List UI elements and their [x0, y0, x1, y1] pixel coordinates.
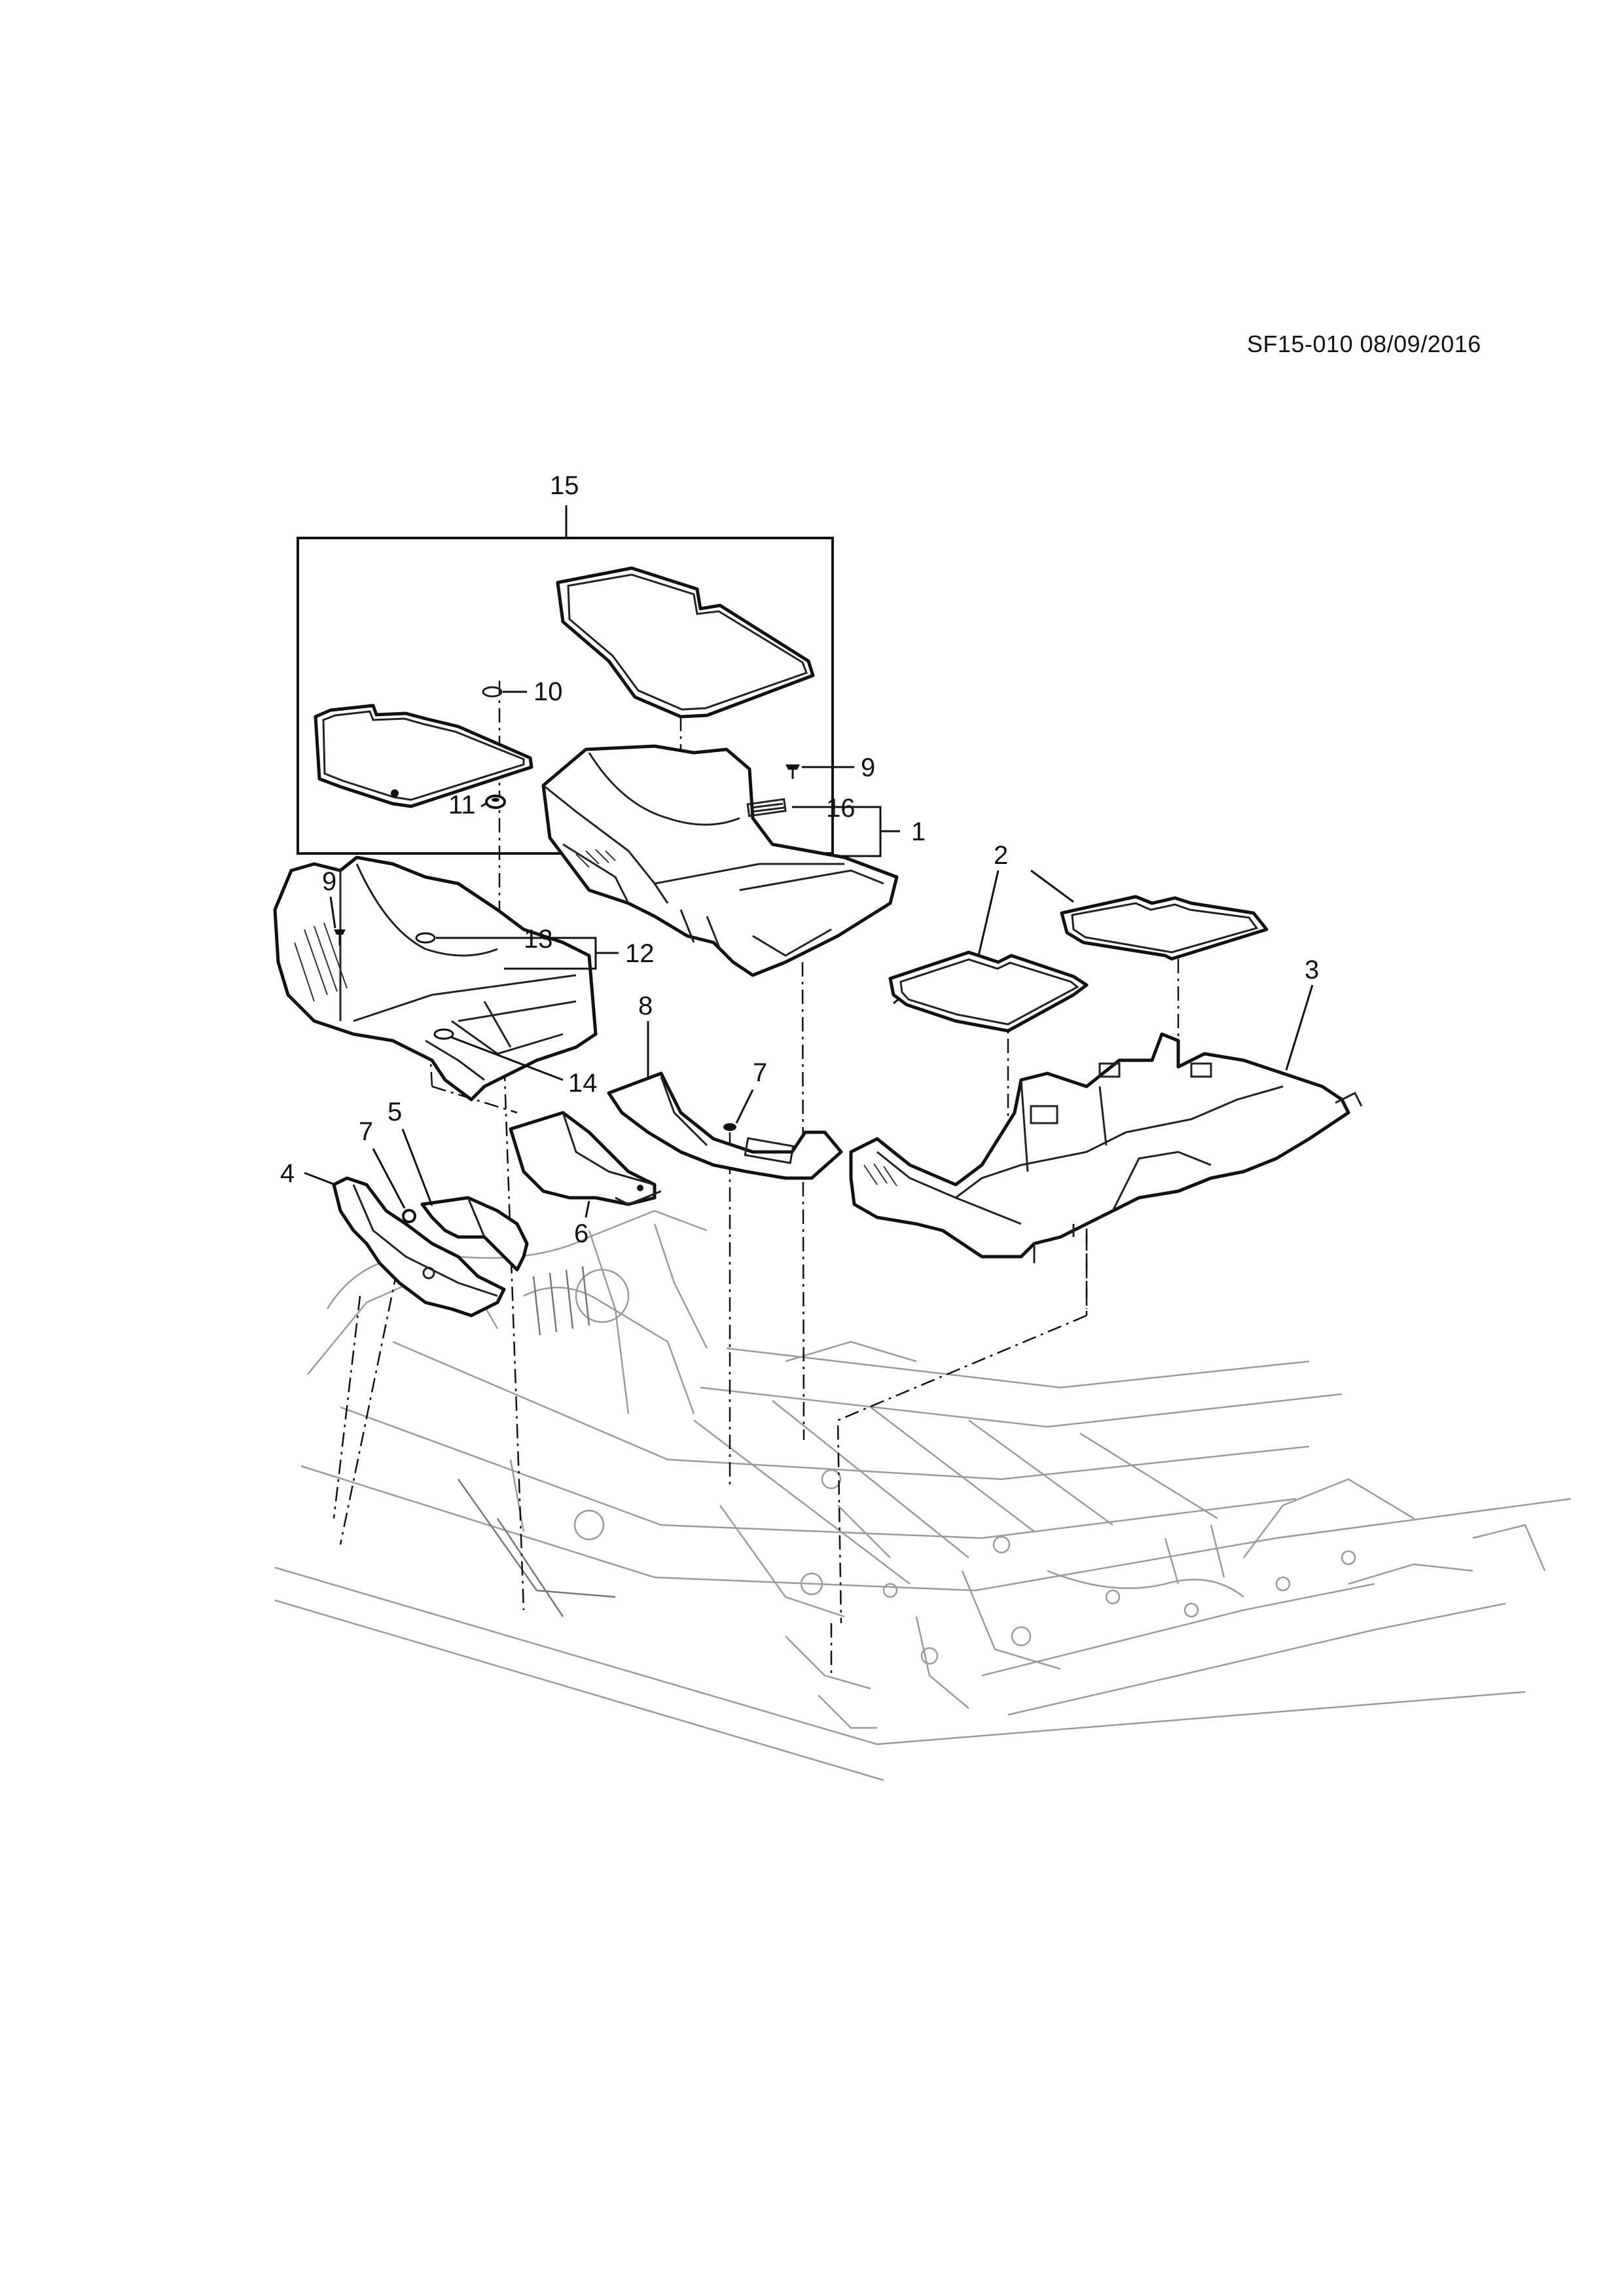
insulator-6 [509, 1111, 662, 1218]
callout-2: 2 [994, 841, 1008, 870]
leader-16-1 [792, 806, 900, 857]
tunnel-cover-8 [607, 1021, 843, 1180]
front-floor-mat [314, 704, 533, 808]
callout-8: 8 [638, 992, 653, 1020]
callout-3: 3 [1305, 956, 1319, 984]
callout-11: 11 [448, 791, 476, 819]
insulator-5 [401, 1128, 529, 1272]
leader-2 [977, 869, 1074, 956]
clip-7-right [723, 1089, 754, 1131]
callout-16: 16 [826, 794, 856, 823]
callout-1: 1 [911, 817, 926, 846]
callout-5: 5 [388, 1098, 402, 1126]
callout-15: 15 [550, 471, 579, 500]
callout-9-left: 9 [322, 867, 336, 896]
insulator-4 [304, 1172, 506, 1318]
callout-13: 13 [524, 925, 553, 954]
callout-10: 10 [533, 677, 563, 706]
callout-7-right: 7 [753, 1058, 767, 1087]
rear-mat-rh [1060, 895, 1269, 961]
callout-9-upper: 9 [861, 753, 875, 782]
rear-floor-mat [556, 566, 815, 719]
callout-labels: 15 10 11 9 16 1 2 3 9 13 12 14 8 7 5 7 4… [280, 471, 1319, 1248]
screw-9-upper [785, 764, 854, 779]
rear-carpet [849, 984, 1363, 1263]
grommet-11 [480, 795, 506, 809]
callout-14: 14 [568, 1069, 598, 1098]
grommet-13 [415, 932, 619, 970]
callout-4: 4 [280, 1159, 295, 1188]
callout-7-left: 7 [359, 1117, 373, 1146]
front-carpet-lh [273, 855, 598, 1102]
retainer-10 [482, 686, 527, 698]
screw-9-left [329, 896, 346, 946]
grommet-14 [433, 1028, 564, 1081]
clip-7-left [372, 1148, 416, 1223]
front-carpet-rh [541, 744, 899, 977]
callout-12: 12 [625, 939, 655, 968]
callout-6: 6 [574, 1219, 588, 1248]
document-reference: SF15-010 08/09/2016 [1247, 331, 1481, 357]
rear-mat-lh [888, 950, 1089, 1033]
